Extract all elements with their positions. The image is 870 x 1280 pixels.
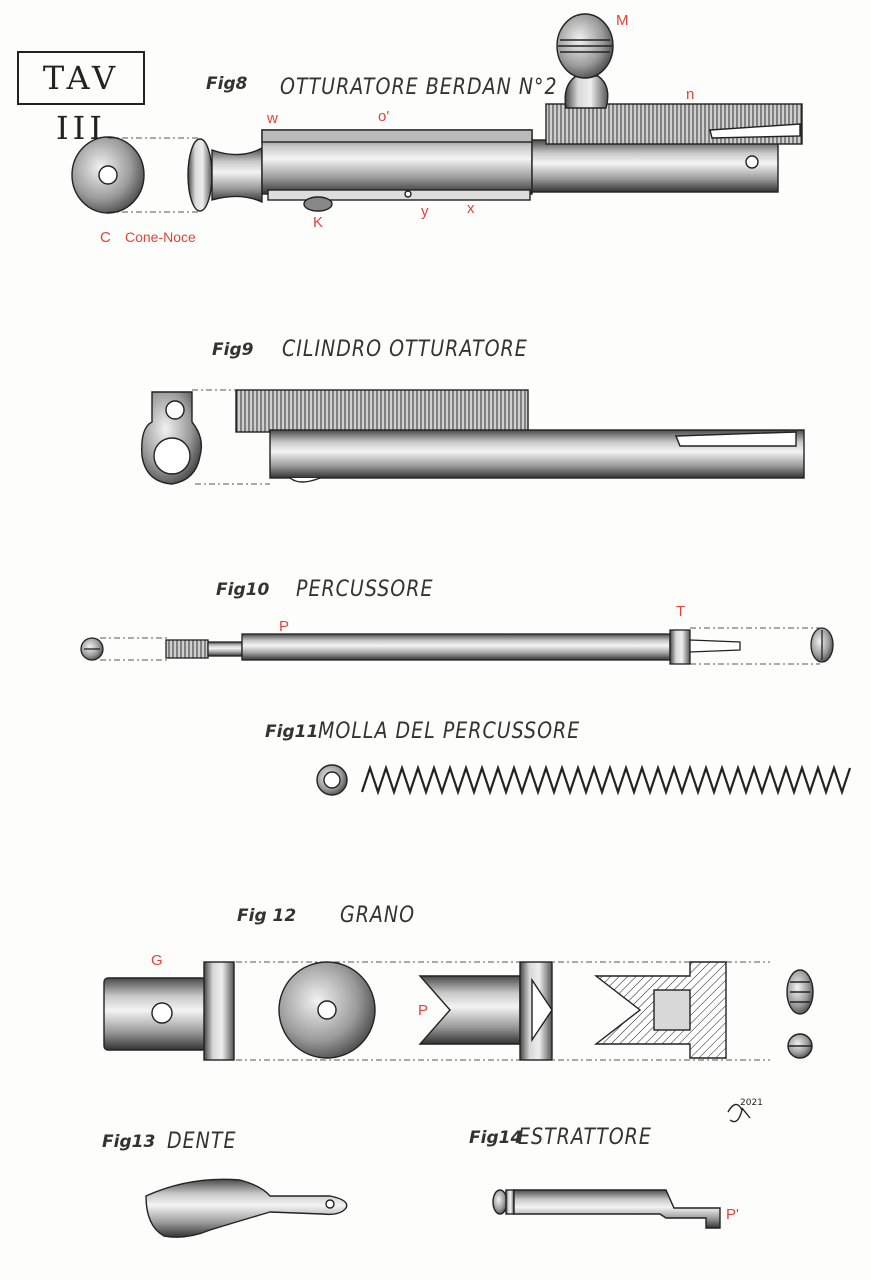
- fig8-label-c: C: [100, 229, 111, 246]
- fig8-number: Fig8: [206, 74, 248, 94]
- fig13-number: Fig13: [102, 1132, 156, 1152]
- spring-coil: [360, 764, 852, 796]
- fig14-label-p-prime: P': [726, 1206, 739, 1223]
- fig10-firing-pin-drawing: [80, 627, 834, 665]
- fig10-number: Fig10: [216, 580, 270, 600]
- fig9-caption: CILINDRO OTTURATORE: [282, 336, 528, 362]
- fig11-number: Fig11: [265, 722, 319, 742]
- fig12-caption: GRANO: [340, 902, 416, 928]
- plate-title: TAV III: [42, 59, 120, 147]
- fig10-caption: PERCUSSORE: [296, 576, 434, 602]
- fig8-label-cone-noce: Cone-Noce: [125, 229, 196, 245]
- plate-title-box: TAV III: [17, 51, 145, 147]
- fig13-caption: DENTE: [167, 1128, 237, 1154]
- fig8-label-o-prime: o': [378, 108, 390, 125]
- fig12-number: Fig 12: [237, 906, 297, 926]
- fig14-extractor-drawing: [492, 1189, 721, 1229]
- fig13-tooth-drawing: [145, 1178, 348, 1238]
- fig8-bolt-drawing: [71, 13, 803, 214]
- fig11-spring-drawing: [316, 764, 852, 796]
- fig11-caption: MOLLA DEL PERCUSSORE: [318, 718, 581, 744]
- fig8-label-x: x: [467, 200, 475, 217]
- signature-mark: [727, 1103, 751, 1123]
- fig9-cylinder-drawing: [141, 389, 805, 485]
- fig10-label-t: T: [676, 603, 686, 620]
- fig12-label-g: G: [151, 952, 163, 969]
- fig12-grain-drawing: [103, 961, 814, 1061]
- fig8-label-y: y: [421, 203, 429, 220]
- fig14-number: Fig14: [469, 1128, 523, 1148]
- signature-date: 2021: [740, 1098, 763, 1108]
- fig8-caption: OTTURATORE BERDAN N°2: [280, 74, 558, 100]
- fig8-label-m: M: [616, 12, 629, 29]
- fig8-label-n: n: [686, 86, 695, 103]
- fig8-label-w: w: [267, 110, 278, 127]
- fig14-caption: ESTRATTORE: [518, 1124, 652, 1150]
- fig10-label-p: P: [279, 618, 290, 635]
- fig9-number: Fig9: [212, 340, 254, 360]
- fig12-label-p: P: [418, 1002, 429, 1019]
- fig8-label-k: K: [313, 214, 324, 231]
